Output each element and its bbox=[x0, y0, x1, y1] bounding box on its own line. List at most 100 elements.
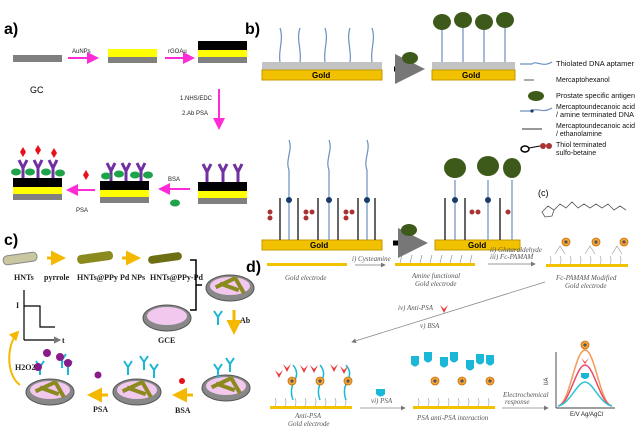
psa-gce bbox=[25, 349, 75, 406]
echem-label-2: response bbox=[505, 398, 530, 406]
hnt-ppy-pd-icon bbox=[148, 252, 182, 264]
gold-label: Gold bbox=[312, 71, 330, 80]
bsa-icon bbox=[170, 199, 180, 207]
gold-label: Gold bbox=[462, 71, 480, 80]
hnts-ppy-pd-label: HNTs@PPy-Pd bbox=[150, 273, 203, 282]
psa-icon bbox=[402, 52, 418, 64]
amine-label: Amine functional bbox=[411, 272, 460, 280]
legend: Thiolated DNA aptamer Mercaptohexanol Pr… bbox=[520, 61, 635, 157]
anti-psa-step-label: iv) Anti-PSA bbox=[398, 304, 434, 312]
ab-psa-label: 2.Ab PSA bbox=[182, 111, 208, 117]
psa-label: PSA bbox=[76, 208, 88, 214]
fc-pamam-label: Fc-PAMAM Modified bbox=[555, 274, 617, 282]
mua-dna-gold-electrode: Gold bbox=[261, 139, 383, 251]
gold-label: Gold bbox=[310, 241, 328, 250]
au-gc-electrode bbox=[108, 49, 157, 63]
psa-label: PSA bbox=[93, 405, 108, 414]
legend-item: Thiol terminated bbox=[556, 142, 606, 149]
fc-pamam-gold-electrode bbox=[546, 237, 629, 267]
psa-step-label: vi) PSA bbox=[371, 397, 393, 405]
psa-icon bbox=[94, 371, 102, 379]
mua-dna-legend-icon bbox=[520, 107, 553, 112]
antibody-electrode bbox=[198, 162, 247, 204]
bsa-step-label: v) BSA bbox=[420, 322, 440, 330]
anti-psa-gold-electrode bbox=[270, 364, 353, 409]
panel-a-label: a) bbox=[4, 21, 18, 38]
gold-electrode-label: Gold electrode bbox=[285, 274, 327, 282]
hnts-ppy-label: HNTs@PPy bbox=[77, 273, 118, 282]
panel-b-label: b) bbox=[245, 21, 260, 38]
legend-item: Mercaptohexanol bbox=[556, 77, 610, 84]
psa-bound-mua-electrode: Gold bbox=[434, 156, 521, 251]
ab-label: Ab bbox=[240, 316, 251, 325]
legend-item: / ethanolamine bbox=[556, 131, 602, 138]
rgo-au-gc-electrode bbox=[198, 41, 247, 63]
gc-label: GC bbox=[30, 85, 44, 95]
bsa-label: BSA bbox=[168, 177, 180, 183]
legend-item: Mercaptoundecanoic acid bbox=[556, 104, 635, 111]
amperometry-plot: I t bbox=[16, 290, 65, 345]
panel-d: d) Gold electrode i) Cysteamine Amine fu… bbox=[246, 237, 629, 428]
legend-item: Thiolated DNA aptamer bbox=[556, 61, 635, 68]
current-axis-label: I/A bbox=[544, 378, 550, 385]
time-axis-label: t bbox=[62, 336, 65, 345]
psa-icon bbox=[376, 389, 385, 397]
modified-gce bbox=[205, 274, 255, 302]
gold-label: Gold bbox=[468, 241, 486, 250]
ab-gce bbox=[201, 357, 251, 402]
amine-gold-electrode bbox=[395, 254, 475, 266]
pd-nps-label: Pd NPs bbox=[120, 273, 145, 282]
aptamer-legend-icon bbox=[520, 61, 553, 65]
antibody-icon bbox=[213, 310, 223, 326]
psa-anti-psa-electrode bbox=[411, 352, 495, 409]
h2o2-arrow bbox=[8, 330, 21, 386]
legend-item: / amine terminated DNA bbox=[556, 112, 634, 119]
cysteamine-label: i) Cysteamine bbox=[352, 255, 391, 263]
sulfobetaine-legend-icon bbox=[520, 143, 552, 153]
bsa-label: BSA bbox=[175, 406, 191, 415]
hnt-ppy-icon bbox=[77, 251, 114, 264]
aunps-label: AuNPs bbox=[72, 49, 91, 55]
gce-label: GCE bbox=[158, 336, 175, 345]
bsa-gce bbox=[112, 355, 162, 406]
anti-psa-arrow bbox=[351, 281, 546, 344]
panel-b: b) Gold Gold Thiolated DNA aptamer Merca… bbox=[245, 12, 635, 258]
fc-pamam-label-2: Gold electrode bbox=[565, 282, 607, 290]
amine-label-2: Gold electrode bbox=[415, 280, 457, 288]
psa-icon bbox=[401, 224, 417, 236]
psa-bound-electrode bbox=[11, 145, 65, 200]
legend-item: sulfo-betaine bbox=[556, 150, 596, 157]
bsa-icon bbox=[179, 378, 185, 384]
psa-diamond-icon bbox=[83, 170, 89, 180]
bracket bbox=[190, 259, 202, 311]
gc-electrode bbox=[13, 55, 62, 62]
legend-item: Prostate specific antigen bbox=[556, 93, 635, 100]
anti-psa-icon bbox=[440, 305, 448, 313]
echem-label: Electrochemical bbox=[502, 391, 549, 399]
hnt-icon bbox=[2, 251, 38, 266]
hnts-label: HNTs bbox=[14, 273, 34, 282]
potential-axis-label: E/V Ag/AgCl bbox=[570, 412, 603, 418]
panel-d-label: d) bbox=[246, 259, 261, 276]
pyrrole-label: pyrrole bbox=[44, 273, 70, 282]
bare-gold-electrode bbox=[267, 263, 347, 266]
current-axis-label: I bbox=[16, 301, 19, 310]
panel-c: c) HNTs pyrrole HNTs@PPy Pd NPs HNTs@PPy… bbox=[2, 232, 255, 415]
panel-c-label: c) bbox=[4, 232, 18, 249]
sulfobetaine-structure: (c) bbox=[538, 188, 627, 218]
voltammogram: I/A E/V Ag/AgCl bbox=[544, 340, 615, 418]
psa-legend-icon bbox=[528, 91, 544, 101]
anti-psa-label-2: Gold electrode bbox=[288, 420, 330, 428]
gce-icon bbox=[142, 304, 192, 332]
h2o2-label: H2O2 bbox=[15, 363, 35, 372]
interaction-label: PSA anti-PSA interaction bbox=[416, 414, 489, 422]
glutaraldehyde-label: ii) Glutaraldehyde bbox=[490, 246, 542, 254]
fc-pamam-step-label: iii) Fc-PAMAM bbox=[490, 253, 534, 261]
bsa-blocked-electrode bbox=[100, 161, 153, 203]
rgoau-label: rGOAu bbox=[168, 49, 187, 55]
nhs-edc-label: 1.NHS/EDC bbox=[180, 96, 213, 102]
psa-bound-aptamer-electrode: Gold bbox=[431, 12, 516, 81]
aptamer-gold-electrode: Gold bbox=[261, 27, 383, 81]
